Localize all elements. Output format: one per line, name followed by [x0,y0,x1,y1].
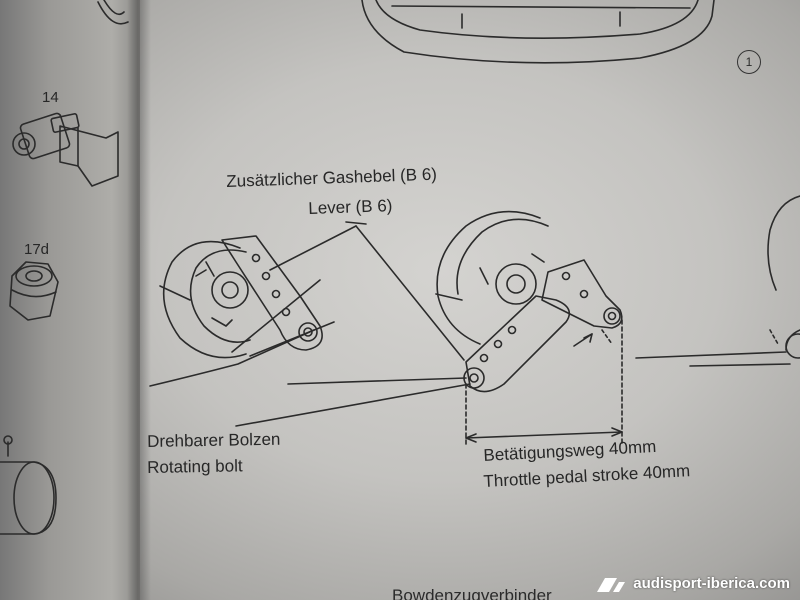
cylinder-part-drawing [0,435,57,535]
left-page [0,0,140,600]
stroke-dimension-lines [465,319,623,447]
washer-part-drawing [97,0,129,25]
lever-label-english: Lever (B 6) [308,196,393,218]
book-gutter [127,0,151,600]
circled-step-number: 1 [737,50,761,74]
part-number-14: 14 [42,89,59,106]
right-throttle-pulley [435,210,623,393]
rotating-bolt-label-english: Rotating bolt [147,456,243,477]
rotating-bolt-label-german: Drehbarer Bolzen [147,429,281,451]
bottom-cut-heading: Bowdenzugverbinder [392,586,552,600]
right-edge-drawing [635,195,800,367]
part-number-17d: 17d [24,241,50,258]
lever-callout-leaders [269,221,465,361]
audisport-logo-icon [597,577,626,592]
rotating-bolt-leaders [149,279,471,427]
left-throttle-pulley [159,235,323,359]
bracket-part-14-drawing [12,112,119,187]
car-front-drawing [361,0,715,64]
watermark: audisport-iberica.com [593,575,790,592]
watermark-text: audisport-iberica.com [633,575,790,592]
nut-part-17d-drawing [9,261,59,321]
